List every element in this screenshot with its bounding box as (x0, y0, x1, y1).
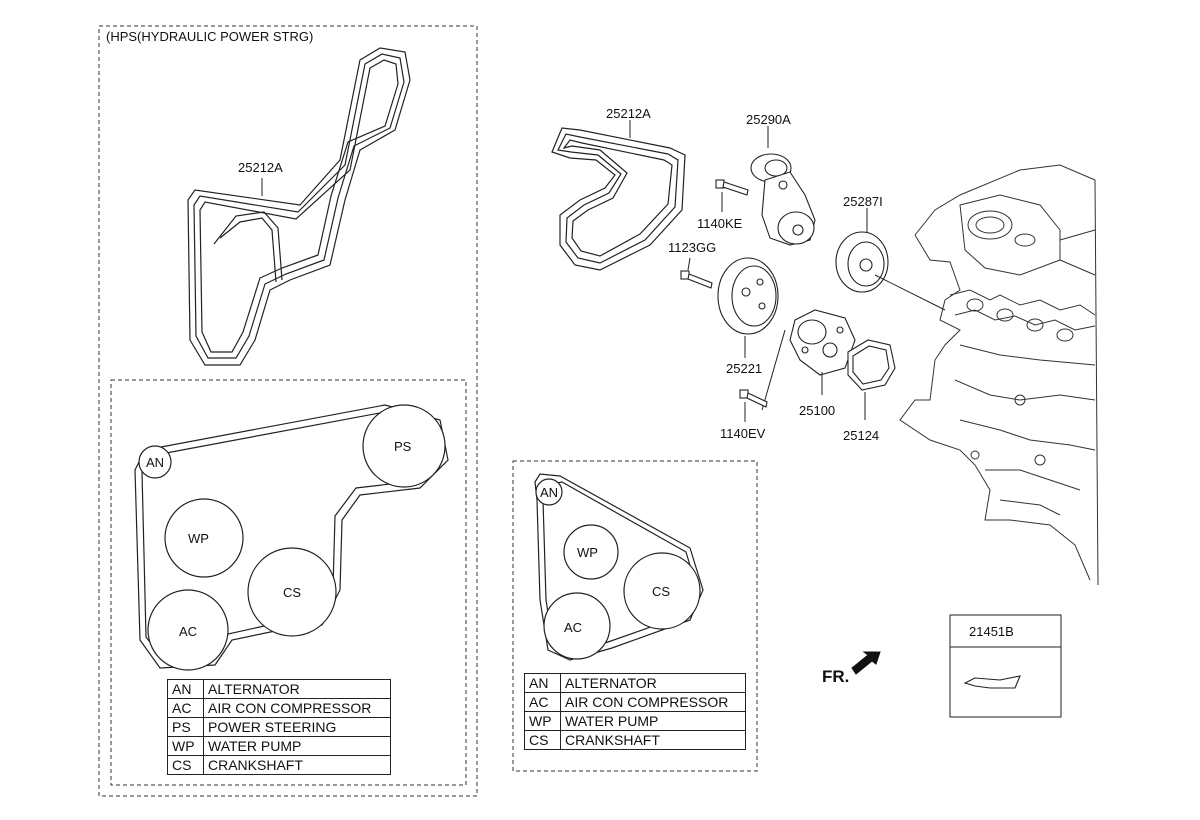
label-cs-std: CS (652, 584, 670, 599)
pulley-ac-std (543, 592, 611, 660)
callout-gasket: 25124 (843, 428, 879, 443)
label-an-std: AN (540, 485, 558, 500)
legend-name: AIR CON COMPRESSOR (203, 698, 391, 718)
front-arrow-icon (851, 651, 881, 675)
hps-panel-frame (98, 25, 478, 797)
legend-code: AN (167, 679, 204, 699)
clip-part-drawing (963, 675, 1021, 689)
pulley-cs-hps (247, 547, 337, 637)
legend-name: CRANKSHAFT (203, 755, 391, 775)
legend-code: PS (167, 717, 204, 737)
legend-code: CS (167, 755, 204, 775)
label-ps-hps: PS (394, 439, 412, 454)
callout-belt-main: 25212A (606, 106, 651, 121)
label-ac-std: AC (564, 620, 582, 635)
pulley-wp-std (563, 524, 619, 580)
pulley-cs-std (623, 552, 701, 630)
legend-code: AN (524, 673, 561, 693)
hps-panel-title: (HPS(HYDRAULIC POWER STRG) (106, 29, 313, 44)
label-an-hps: AN (146, 455, 164, 470)
callout-clip: 21451B (969, 624, 1014, 639)
callout-water-pump: 25100 (799, 403, 835, 418)
clip-box-frame (949, 614, 1062, 718)
std-routing-belt (534, 473, 704, 661)
callout-wp-pulley: 25221 (726, 361, 762, 376)
pulley-ps-hps (362, 404, 446, 488)
wp-pulley-drawing (717, 257, 779, 335)
pulley-wp-hps (164, 498, 244, 578)
callout-tensioner: 25290A (746, 112, 791, 127)
water-pump-drawing (789, 309, 856, 376)
legend-name: POWER STEERING (203, 717, 391, 737)
idler-pulley-drawing (835, 231, 889, 293)
bolt-1140ke-drawing (715, 179, 749, 196)
legend-name: ALTERNATOR (203, 679, 391, 699)
front-marker-label: FR. (822, 667, 849, 686)
legend-name: ALTERNATOR (560, 673, 746, 693)
label-ac-hps: AC (179, 624, 197, 639)
engine-block-drawing (899, 164, 1099, 586)
std-routing-frame (512, 460, 758, 772)
tensioner-drawing (750, 153, 816, 246)
callout-belt-hps: 25212A (238, 160, 283, 175)
pulley-an-hps (138, 445, 172, 479)
legend-name: WATER PUMP (560, 711, 746, 731)
label-wp-std: WP (577, 545, 598, 560)
gasket-drawing (847, 339, 896, 391)
legend-code: WP (524, 711, 561, 731)
legend-code: CS (524, 730, 561, 750)
label-wp-hps: WP (188, 531, 209, 546)
hps-belt-drawing (187, 47, 411, 366)
label-cs-hps: CS (283, 585, 301, 600)
legend-name: WATER PUMP (203, 736, 391, 756)
legend-name: AIR CON COMPRESSOR (560, 692, 746, 712)
legend-code: AC (524, 692, 561, 712)
bolt-1140ev-drawing (739, 389, 768, 408)
callout-bolt-1140ev: 1140EV (720, 426, 766, 441)
legend-code: WP (167, 736, 204, 756)
callout-bolt-1123gg: 1123GG (668, 240, 716, 255)
legend-code: AC (167, 698, 204, 718)
callout-idler: 25287I (843, 194, 883, 209)
hps-routing-frame (110, 379, 467, 786)
pulley-an-std (535, 478, 563, 506)
main-belt-drawing (551, 127, 686, 271)
callout-bolt-1140ke: 1140KE (697, 216, 743, 231)
pulley-ac-hps (147, 589, 229, 671)
bolt-1123gg-drawing (680, 270, 713, 289)
legend-name: CRANKSHAFT (560, 730, 746, 750)
